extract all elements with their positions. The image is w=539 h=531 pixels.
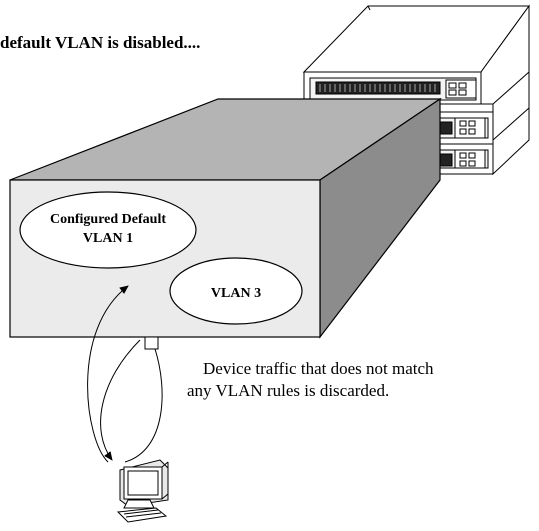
- computer-workstation-icon: [116, 459, 169, 523]
- caption-line2: any VLAN rules is discarded.: [187, 381, 389, 400]
- vlan-default-group: Configured Default VLAN 1: [19, 191, 197, 269]
- diagram-heading: default VLAN is disabled....: [0, 33, 200, 52]
- port-marker: [144, 336, 159, 350]
- traffic-path: [87, 285, 163, 463]
- caption-line1: Device traffic that does not match: [203, 359, 434, 378]
- vlan-default-label-line1: Configured Default: [50, 212, 166, 227]
- vlan-3-label: VLAN 3: [211, 286, 261, 301]
- vlan-3-group: VLAN 3: [169, 257, 303, 325]
- vlan-default-ellipse: [19, 191, 197, 269]
- vlan-default-label-line2: VLAN 1: [83, 231, 133, 246]
- vlan-3-ellipse: [169, 257, 303, 325]
